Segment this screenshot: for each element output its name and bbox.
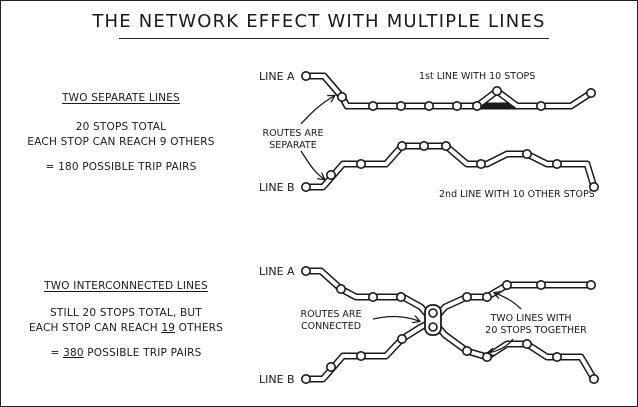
station [585, 88, 596, 99]
separate-pairs-suffix: POSSIBLE TRIP PAIRS [78, 161, 197, 173]
connected-line-b-label: LINE B [259, 373, 295, 386]
separate-line-b-track-outer [302, 142, 598, 191]
title-underline [119, 38, 549, 39]
station [418, 141, 429, 152]
separate-arrow-to-line-a [300, 96, 334, 125]
station [423, 101, 434, 112]
separate-pairs-prefix: = [45, 161, 59, 173]
connected-line-a-stations [300, 265, 596, 302]
connected-line-b-stations [300, 333, 599, 384]
separate-line-b-label: LINE B [259, 181, 295, 194]
station [521, 149, 532, 160]
connected-stat-line-1: STILL 20 STOPS TOTAL, BUT [50, 307, 202, 319]
station [471, 101, 482, 112]
connected-pairs-prefix: = [50, 347, 64, 359]
station [501, 279, 512, 290]
station [535, 101, 546, 112]
connected-routes-note-2: CONNECTED [301, 321, 361, 332]
station [491, 86, 502, 97]
connected-text-block: TWO INTERCONNECTED LINES STILL 20 STOPS … [1, 279, 251, 361]
separate-pairs-line: = 180 POSSIBLE TRIP PAIRS [1, 160, 241, 175]
station [461, 345, 472, 356]
page-title: THE NETWORK EFFECT WITH MULTIPLE LINES [92, 11, 546, 32]
station [355, 350, 366, 361]
station [481, 291, 492, 302]
connected-stat-prefix: EACH STOP CAN REACH [28, 322, 162, 334]
station [355, 159, 366, 170]
station [551, 351, 562, 362]
connected-heading: TWO INTERCONNECTED LINES [44, 280, 208, 292]
separate-stat-line-2: EACH STOP CAN REACH 9 OTHERS [27, 136, 215, 148]
station [300, 182, 311, 193]
station [396, 141, 407, 152]
station [588, 373, 599, 384]
separate-routes-note-2: SEPARATE [269, 140, 316, 151]
station [325, 170, 336, 181]
station [396, 333, 407, 344]
station [481, 351, 492, 362]
connected-line-a-label: LINE A [259, 265, 295, 278]
connected-arrow-to-line-b [488, 338, 514, 353]
station [367, 101, 378, 112]
separate-routes-note-1: ROUTES ARE [263, 128, 324, 139]
station [585, 279, 596, 290]
connected-pairs-suffix: POSSIBLE TRIP PAIRS [83, 347, 202, 359]
station [336, 92, 347, 103]
connected-pairs-line: = 380 POSSIBLE TRIP PAIRS [1, 346, 251, 361]
station [325, 361, 336, 372]
station [451, 101, 462, 112]
station [367, 291, 378, 302]
station [551, 159, 562, 170]
separate-line-b-stations [300, 141, 599, 193]
station [588, 182, 599, 193]
station [300, 265, 311, 276]
separate-text-block: TWO SEPARATE LINES 20 STOPS TOTAL EACH S… [1, 91, 241, 175]
interchange-station [424, 304, 442, 336]
connected-arrow-to-interchange [372, 317, 419, 321]
station [300, 71, 311, 82]
separate-line-b-track-inner [304, 144, 596, 189]
separate-stat-line-1: 20 STOPS TOTAL [75, 121, 167, 133]
connected-arrow-to-line-a [495, 293, 522, 310]
separate-first-line-note: 1st LINE WITH 10 STOPS [419, 71, 535, 82]
separate-pairs-number: 180 [58, 161, 79, 173]
separate-heading: TWO SEPARATE LINES [62, 92, 180, 104]
station [335, 283, 346, 294]
separate-line-a-stations [300, 71, 596, 112]
connected-together-note-1: TWO LINES WITH [489, 313, 571, 324]
connected-routes-note-1: ROUTES ARE [301, 309, 362, 320]
connected-stat-suffix: OTHERS [175, 322, 224, 334]
station [535, 279, 546, 290]
connected-pairs-number: 380 [63, 347, 84, 359]
station [300, 373, 311, 384]
separate-second-line-note: 2nd LINE WITH 10 OTHER STOPS [439, 189, 595, 200]
separate-line-a-label: LINE A [259, 70, 295, 83]
connected-stat-number: 19 [161, 322, 176, 334]
station [395, 291, 406, 302]
station [395, 101, 406, 112]
separate-arrow-to-line-b [300, 150, 324, 179]
connected-together-note-2: 20 STOPS TOGETHER [485, 325, 587, 336]
station [440, 141, 451, 152]
station [461, 291, 472, 302]
connected-stat-line-2: EACH STOP CAN REACH 19 OTHERS [1, 321, 251, 336]
station [521, 338, 532, 349]
station [475, 159, 486, 170]
